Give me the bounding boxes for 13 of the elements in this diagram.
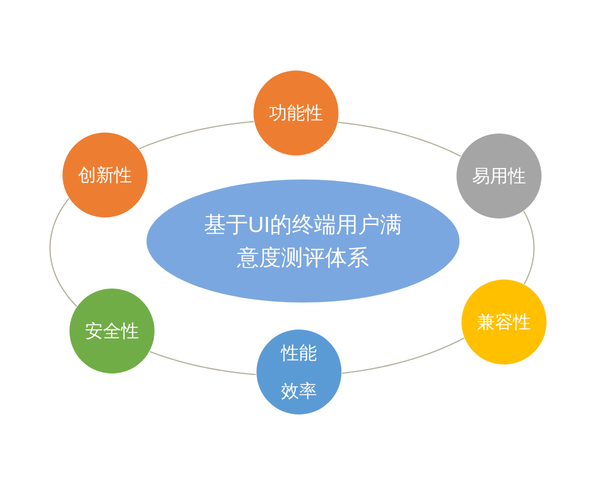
circle-node: 功能性: [253, 70, 339, 156]
orbit-line: [523, 210, 535, 284]
circle-node: 兼容性: [461, 279, 547, 365]
circle-node: 安全性: [69, 288, 155, 374]
orbit-line: [49, 198, 78, 307]
orbit-line: [150, 351, 256, 376]
orbit-line: [342, 338, 464, 374]
circle-node: 易用性: [456, 133, 542, 219]
circle-node: 创新性: [62, 132, 148, 218]
circle-node: 性能效率: [256, 329, 342, 415]
orbit-line: [338, 122, 461, 157]
central-ellipse: 基于UI的终端用户满意度测评体系: [146, 179, 460, 303]
orbit-line: [139, 121, 254, 150]
